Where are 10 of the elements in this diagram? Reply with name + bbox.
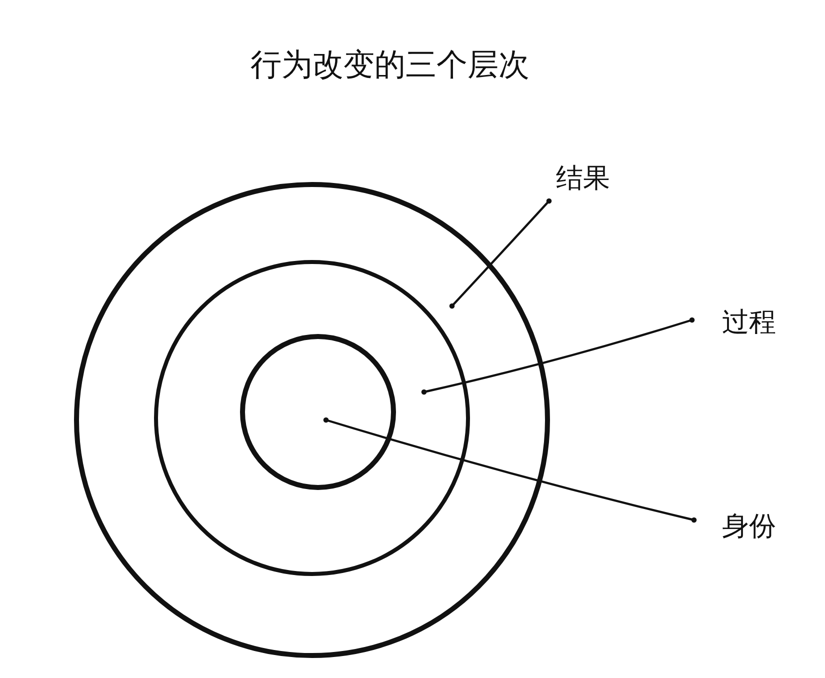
leader-line — [323, 417, 697, 523]
callout-label: 结果 — [556, 160, 610, 196]
ring-circle — [74, 182, 550, 658]
ring-circle — [240, 334, 396, 490]
leader-line — [449, 198, 552, 309]
ring-circle — [154, 260, 470, 576]
callout-label: 身份 — [722, 508, 776, 544]
leader-line — [421, 317, 695, 395]
diagram-title: 行为改变的三个层次 — [250, 46, 530, 85]
callout-label: 过程 — [722, 304, 776, 340]
